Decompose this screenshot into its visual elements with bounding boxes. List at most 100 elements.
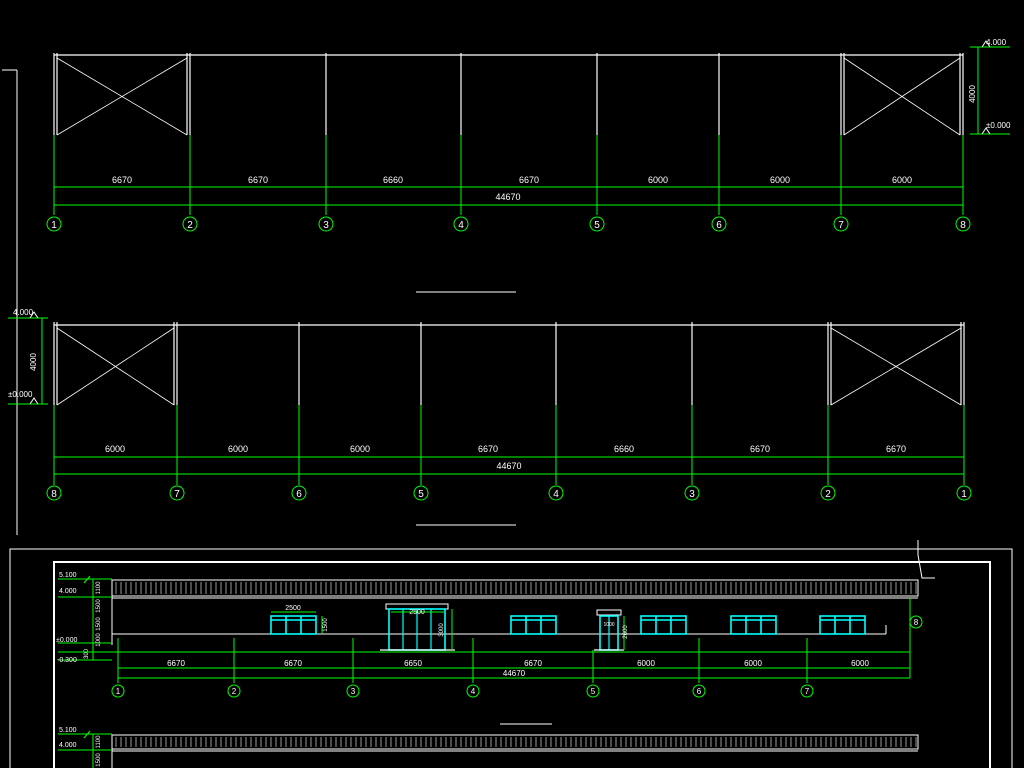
- window: [270, 615, 317, 635]
- elevation-b: 6000 6000 6000 6670 6660 6670 6670 44670…: [8, 308, 972, 526]
- window: [640, 615, 687, 635]
- opening-dimensions: 2500 2500 1500 3000 1000 2600: [271, 605, 629, 650]
- dimension-lines: [58, 598, 911, 683]
- level-label: 5.100: [59, 727, 77, 734]
- span-dim: 6670: [886, 444, 906, 454]
- axis-bubble: 6: [711, 216, 727, 232]
- svg-text:1: 1: [116, 687, 121, 696]
- roof-band: [111, 579, 919, 599]
- svg-text:2: 2: [825, 489, 831, 500]
- height-dim: 4000: [968, 85, 977, 103]
- total-dim: 44670: [495, 192, 520, 202]
- axis-bubble: 3: [684, 485, 700, 501]
- span-dimensions: 6670 6670 6650 6670 6000 6000 6000 44670: [167, 659, 869, 678]
- span-dim: 6670: [750, 444, 770, 454]
- span-dim: 6000: [851, 659, 869, 668]
- elevation-c: 2500 2500 1500 3000 1000 2600 5.100 4.00…: [56, 572, 923, 725]
- sheet-frame: [9, 540, 1013, 768]
- span-dim: 6660: [383, 175, 403, 185]
- roof-ribs: [115, 582, 917, 594]
- axis-bubble: 5: [413, 485, 429, 501]
- axis-bubbles: 8 7 6 5 4 3 2 1: [46, 485, 972, 501]
- svg-text:8: 8: [914, 618, 919, 627]
- span-dim: 6660: [614, 444, 634, 454]
- axis-bubble: 7: [833, 216, 849, 232]
- vert-dim: 1500: [96, 753, 102, 767]
- axis-bubble: 3: [346, 684, 360, 698]
- elevation-a: 6670 6670 6660 6670 6000 6000 6000 44670…: [46, 38, 1011, 293]
- main-door: [380, 603, 455, 651]
- axis-bubble: 1: [111, 684, 125, 698]
- span-dim: 6670: [524, 659, 542, 668]
- span-dim: 6670: [112, 175, 132, 185]
- level-markers: 4.000 ±0.000 4000: [968, 38, 1011, 135]
- axis-bubble: 2: [182, 216, 198, 232]
- span-dimensions: 6670 6670 6660 6670 6000 6000 6000 44670: [112, 175, 912, 202]
- svg-text:5: 5: [591, 687, 596, 696]
- dimension-lines: [53, 135, 964, 215]
- svg-text:2: 2: [187, 220, 193, 231]
- svg-text:3: 3: [351, 687, 356, 696]
- axis-bubble: 1: [46, 216, 62, 232]
- span-dim: 6000: [892, 175, 912, 185]
- axis-bubble: 2: [227, 684, 241, 698]
- windows: [270, 615, 866, 635]
- axis-bubble: 8: [955, 216, 971, 232]
- span-dim: 6000: [744, 659, 762, 668]
- total-dim: 44670: [503, 669, 526, 678]
- window-width-dim: 2500: [285, 605, 301, 612]
- svg-text:7: 7: [805, 687, 810, 696]
- level-label: 5.100: [59, 572, 77, 579]
- level-top: 4.000: [13, 308, 34, 317]
- axis-bubble: 5: [586, 684, 600, 698]
- side-door: [594, 609, 624, 651]
- vert-dim: 1500: [96, 617, 102, 631]
- svg-text:6: 6: [296, 489, 302, 500]
- small-door-height-dim: 2600: [623, 625, 629, 639]
- svg-text:8: 8: [51, 489, 57, 500]
- axis-bubble: 7: [800, 684, 814, 698]
- axis-bubble: 8: [46, 485, 62, 501]
- total-dim: 44670: [496, 461, 521, 471]
- vert-dim: 1000: [96, 633, 102, 647]
- level-markers: 5.100 4.000 1100 1500: [58, 727, 112, 768]
- svg-text:1: 1: [51, 220, 57, 231]
- axis-bubble: 4: [453, 216, 469, 232]
- axis-bubble: 6: [291, 485, 307, 501]
- bracing: [56, 327, 962, 406]
- small-door-width-dim: 1000: [603, 622, 614, 628]
- span-dim: 6000: [350, 444, 370, 454]
- axis-bubble: 4: [466, 684, 480, 698]
- level-base: ±0.000: [8, 390, 33, 399]
- level-markers: 4.000 ±0.000 4000: [8, 308, 48, 405]
- svg-text:1: 1: [961, 489, 967, 500]
- elevation-d: 5.100 4.000 1100 1500: [58, 727, 919, 768]
- bracing: [56, 57, 961, 136]
- axis-bubbles: 1 2 3 4 5 6 7 8: [46, 216, 971, 232]
- dimension-lines: [53, 405, 965, 485]
- axis-bubble: 2: [820, 485, 836, 501]
- axis-bubble: 5: [589, 216, 605, 232]
- axis-bubbles: 1 2 3 4 5 6 7 8: [111, 615, 923, 698]
- roof-ribs: [115, 737, 917, 747]
- span-dim: 6670: [478, 444, 498, 454]
- axis-bubble: 6: [692, 684, 706, 698]
- svg-text:3: 3: [689, 489, 695, 500]
- frame: [53, 53, 964, 135]
- span-dim: 6670: [284, 659, 302, 668]
- roof-band: [111, 734, 919, 768]
- svg-text:4: 4: [553, 489, 559, 500]
- level-markers: 5.100 4.000 ±0.000 -0.300 1100 1500 1500…: [56, 572, 112, 664]
- axis-bubble: 4: [548, 485, 564, 501]
- frame: [53, 322, 965, 405]
- window: [510, 615, 557, 635]
- axis-bubble: 8: [909, 615, 923, 629]
- level-label: 4.000: [59, 742, 77, 749]
- svg-text:7: 7: [174, 489, 180, 500]
- span-dim: 6670: [248, 175, 268, 185]
- svg-text:2: 2: [232, 687, 237, 696]
- span-dimensions: 6000 6000 6000 6670 6660 6670 6670 44670: [105, 444, 906, 471]
- svg-text:6: 6: [697, 687, 702, 696]
- svg-text:6: 6: [716, 220, 722, 231]
